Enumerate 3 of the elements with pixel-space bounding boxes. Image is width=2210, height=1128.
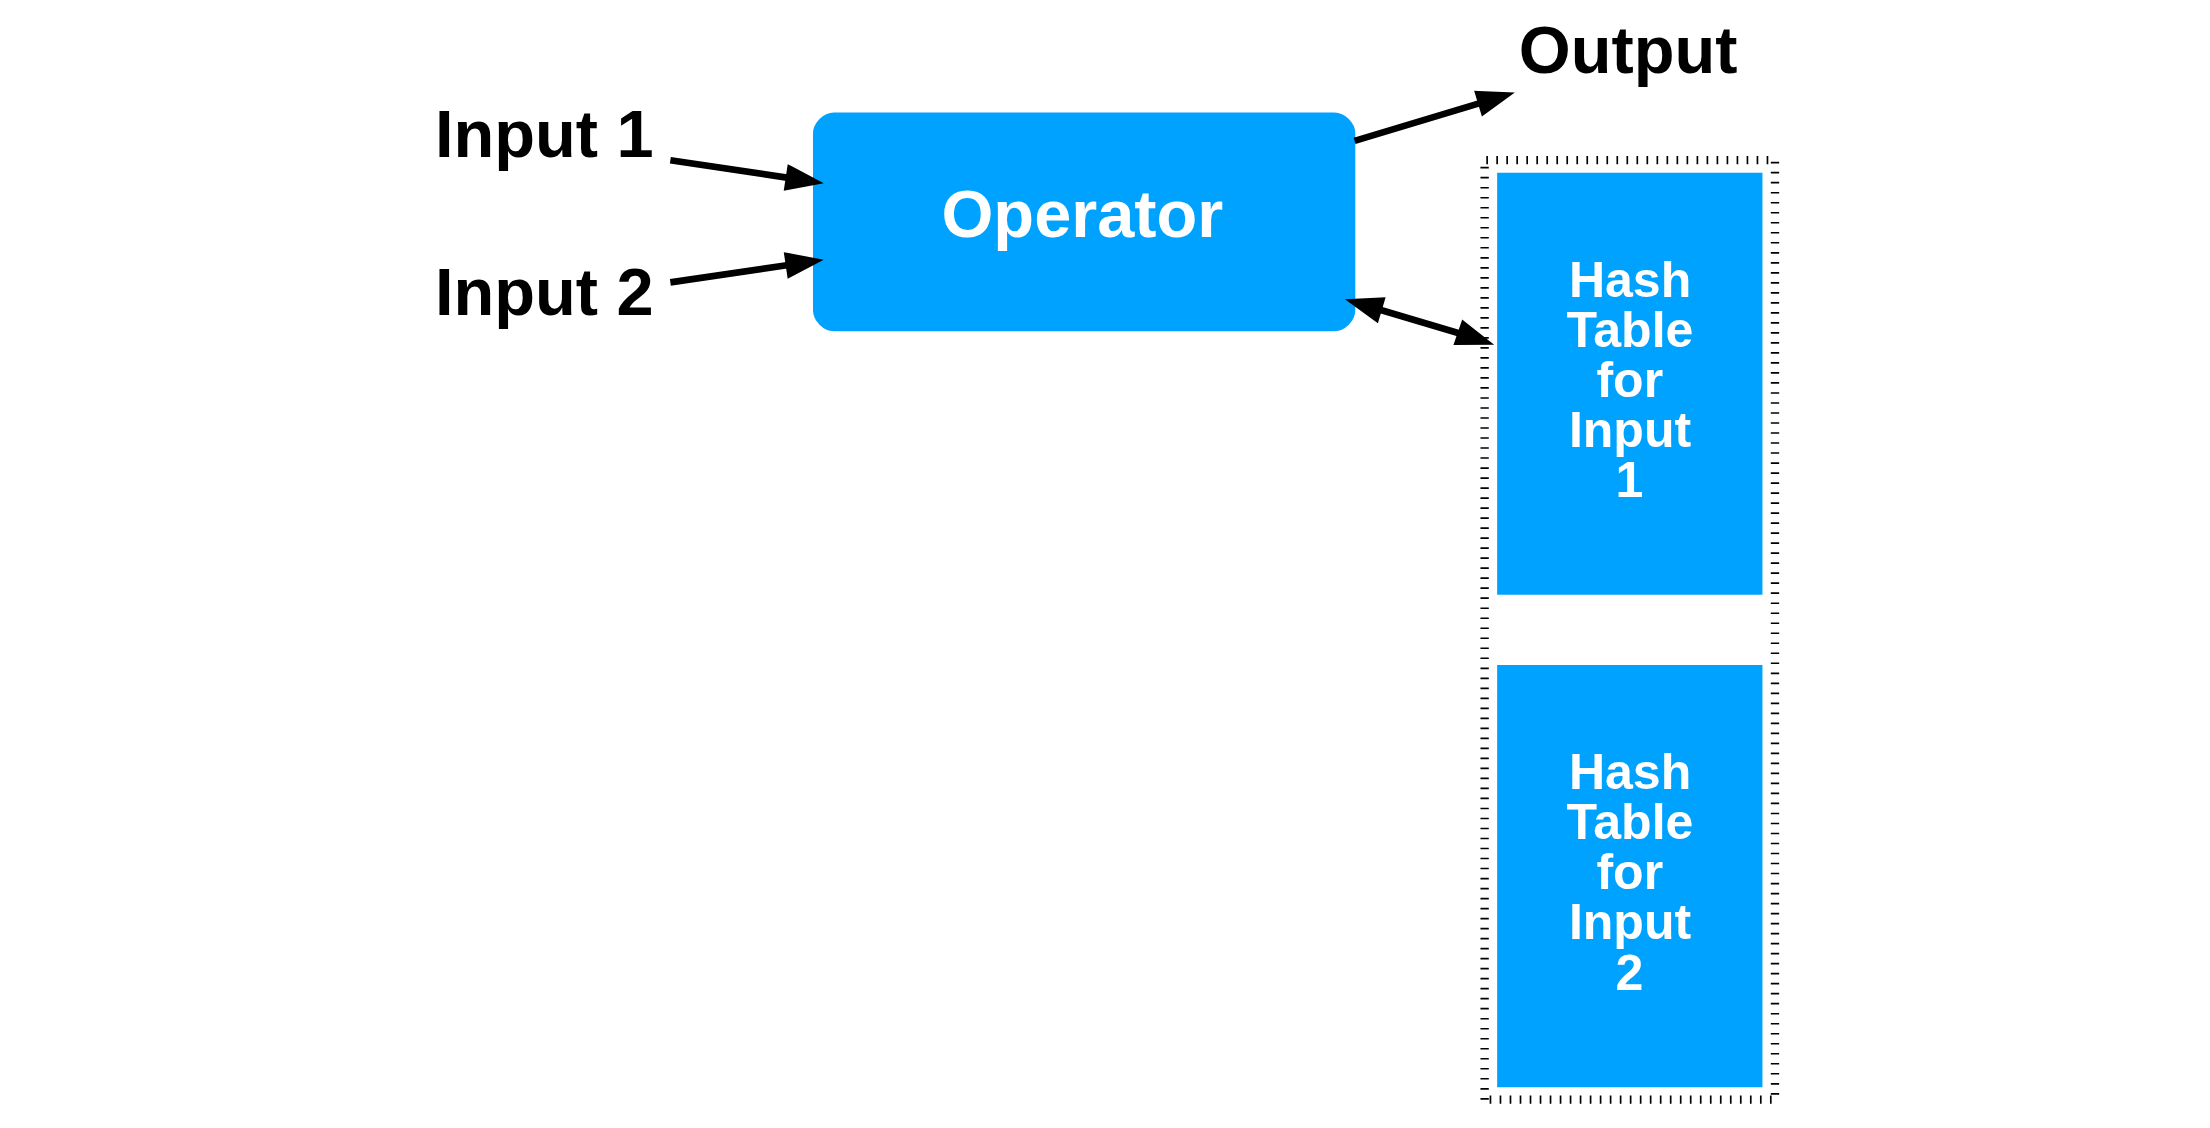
node-text: Output (1518, 13, 1738, 88)
node-text: Input 2 (435, 255, 654, 330)
node-text: Input 1 (435, 96, 654, 171)
